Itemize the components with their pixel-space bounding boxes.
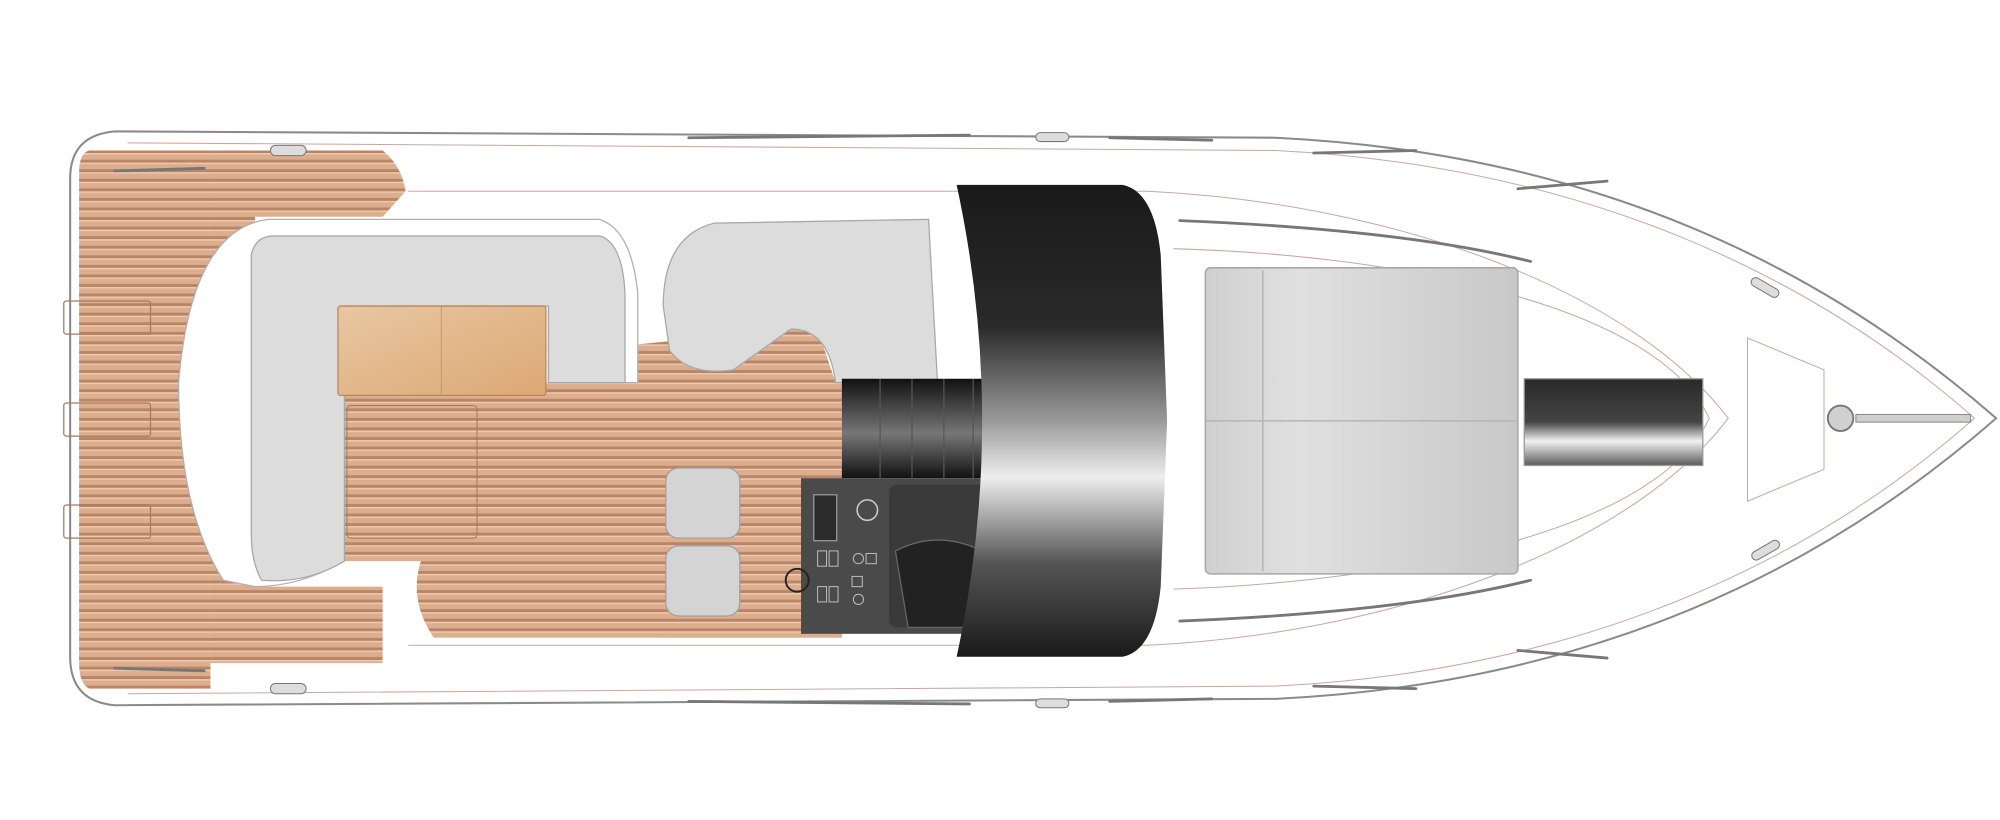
steering-wheel[interactable] <box>784 567 810 593</box>
helm-switches[interactable] <box>817 550 877 605</box>
stair-treads <box>879 378 974 479</box>
chartplotter-display[interactable] <box>813 494 838 542</box>
anchor-windlass-icon <box>1826 404 1855 432</box>
deck-hatch <box>63 402 152 437</box>
cockpit-seat-cushion <box>250 235 626 582</box>
cleats <box>269 132 1780 709</box>
bow-roller <box>1855 413 1972 423</box>
compass-icon <box>856 499 879 522</box>
deck-hatch <box>63 504 152 539</box>
cleat <box>269 144 307 157</box>
cleat <box>1035 132 1070 143</box>
cleat <box>1750 277 1780 298</box>
cleat <box>1035 698 1070 709</box>
cleat <box>269 683 307 695</box>
swim-platform-teak <box>79 150 211 689</box>
forward-hatch[interactable] <box>1523 378 1704 467</box>
cleat <box>1751 539 1780 561</box>
companion-seat[interactable] <box>662 218 939 384</box>
helm-seat-port[interactable] <box>665 467 741 539</box>
floor-hatch <box>346 405 478 539</box>
helm-seat-starboard[interactable] <box>665 545 741 617</box>
deck-hatch <box>63 300 152 335</box>
companionway-stairs[interactable] <box>841 378 1002 479</box>
cockpit-table[interactable] <box>337 305 547 396</box>
handrails <box>113 133 1609 706</box>
anchor-locker <box>1746 337 1825 502</box>
deck-hatches <box>63 300 152 539</box>
side-deck-inner-line <box>408 190 1729 646</box>
windscreen <box>956 184 1168 657</box>
